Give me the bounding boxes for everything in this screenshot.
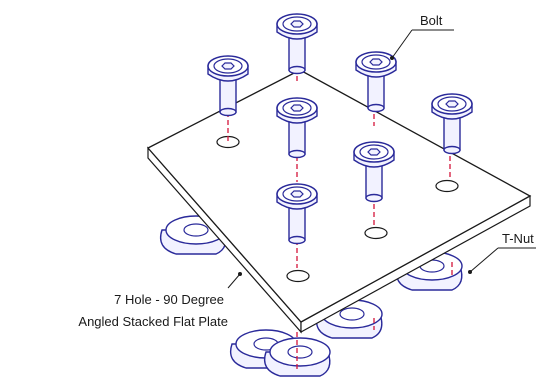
- bolt-6: [353, 141, 395, 203]
- tnut-leader: [468, 247, 536, 274]
- hole-3: [364, 226, 388, 240]
- bolt-group: [207, 13, 473, 245]
- flat-plate: [146, 69, 532, 334]
- plate-label-line2: Angled Stacked Flat Plate: [78, 314, 228, 329]
- hole-group: [216, 135, 459, 283]
- plate-label-line1: 7 Hole - 90 Degree: [114, 292, 224, 307]
- hole-4: [435, 179, 459, 193]
- t-nut-group: [159, 215, 463, 377]
- plate-top: [146, 69, 532, 323]
- plate-leader: [227, 272, 242, 289]
- bolt-5: [431, 93, 473, 155]
- hole-2: [286, 269, 310, 283]
- bolt-7: [276, 183, 318, 245]
- bolt-label: Bolt: [420, 13, 443, 28]
- bolt-1: [207, 55, 249, 117]
- bolt-leader: [390, 29, 454, 60]
- bolt-4: [276, 97, 318, 159]
- bolt-3: [355, 51, 397, 113]
- t-nut-label: T-Nut: [502, 231, 534, 246]
- bolt-2: [276, 13, 318, 75]
